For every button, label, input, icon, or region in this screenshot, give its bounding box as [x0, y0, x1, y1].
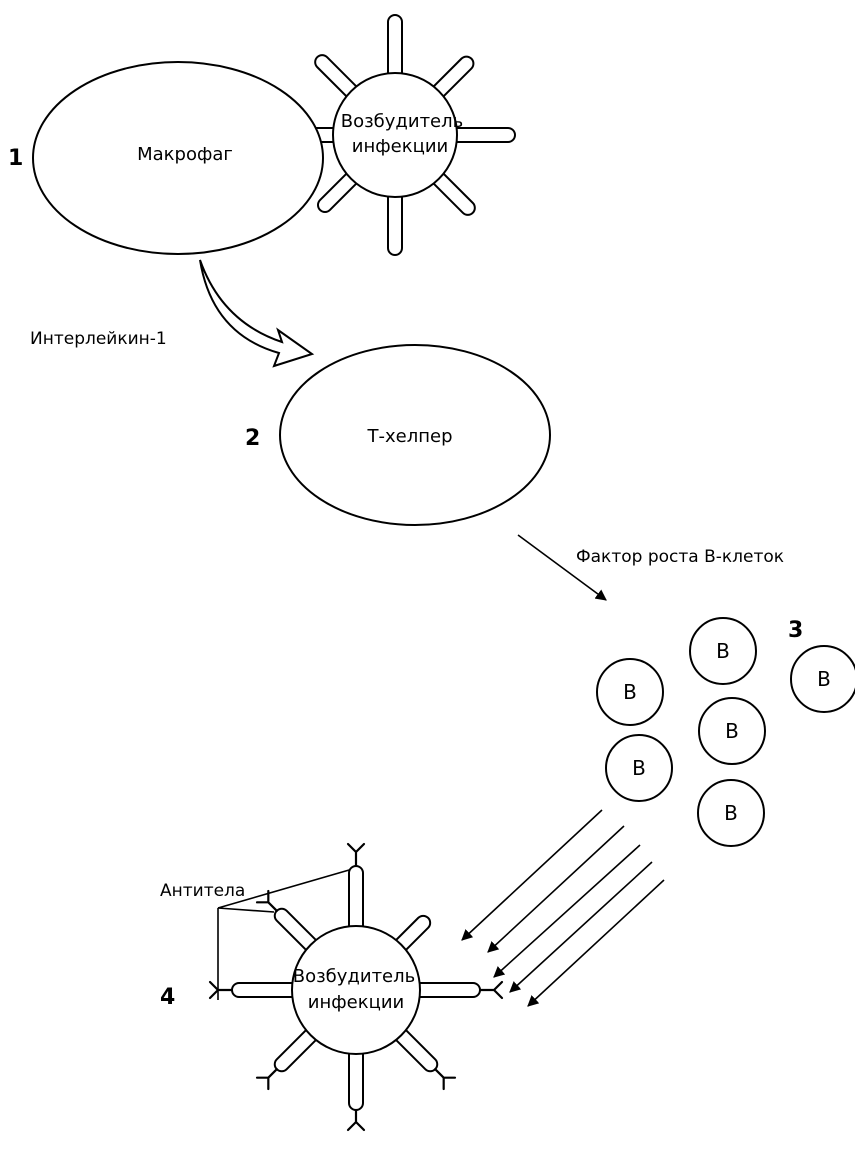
- macrophage-label: Макрофаг: [137, 144, 233, 165]
- step-4: 4 Антитела: [160, 842, 504, 1132]
- b-cell-label: B: [725, 719, 739, 743]
- pathogen-bound-label-line1: Возбудитель: [293, 966, 416, 987]
- b-cell: B: [689, 617, 757, 685]
- b-cell: B: [790, 645, 855, 713]
- step-2-number: 2: [245, 426, 260, 451]
- b-cell: B: [698, 697, 766, 765]
- antibody-icon: [346, 842, 366, 868]
- growth-factor-arrow: Фактор роста В-клеток: [517, 534, 784, 601]
- t-helper-cell: [279, 344, 551, 526]
- antibody-icon: [255, 1068, 278, 1091]
- b-cell-label: B: [632, 756, 646, 780]
- macrophage-cell: [32, 61, 324, 255]
- antibody-stream-arrows: [461, 809, 665, 1007]
- antibody-arrow: [461, 809, 603, 941]
- b-cell-label: B: [724, 801, 738, 825]
- pathogen-bound-label-line2: инфекции: [308, 992, 404, 1013]
- antibodies-label: Антитела: [160, 881, 245, 901]
- step-1-number: 1: [8, 146, 23, 171]
- b-cell-label: B: [623, 680, 637, 704]
- pathogen-label-line2: инфекции: [352, 136, 448, 157]
- interleukin-arrow: Интерлейкин-1: [30, 259, 315, 368]
- pathogen-body: [332, 72, 458, 198]
- pathogen-body-bound: [291, 925, 421, 1055]
- antibody-icon: [346, 1108, 366, 1132]
- step-4-number: 4: [160, 985, 175, 1010]
- b-cell-label: B: [817, 667, 831, 691]
- antibody-arrow: [487, 825, 625, 953]
- antibody-arrow: [527, 879, 665, 1007]
- growth-factor-label: Фактор роста В-клеток: [576, 547, 784, 567]
- curved-arrow-icon: [199, 259, 315, 368]
- pathogen-label-line1: Возбудитель: [341, 111, 464, 132]
- antibody-icon: [478, 980, 504, 1000]
- b-cell: B: [605, 734, 673, 802]
- step-3: 3 B B B B B B: [596, 617, 855, 847]
- t-helper-label: Т-хелпер: [367, 426, 453, 447]
- b-cell-label: B: [716, 639, 730, 663]
- step-1: 1: [8, 14, 516, 256]
- antibody-icon: [208, 980, 234, 1000]
- interleukin-label: Интерлейкин-1: [30, 329, 167, 349]
- step-2: 2 Т-хелпер: [245, 344, 551, 526]
- growth-factor-arrow-line: [517, 534, 607, 601]
- antibody-arrow: [493, 844, 641, 978]
- step-3-number: 3: [788, 618, 803, 643]
- antibody-arrow: [509, 861, 653, 993]
- antibody-icon: [255, 889, 278, 912]
- b-cell: B: [596, 658, 664, 726]
- antibody-pointers: [217, 867, 357, 1000]
- antibody-icon: [434, 1068, 457, 1091]
- b-cell: B: [697, 779, 765, 847]
